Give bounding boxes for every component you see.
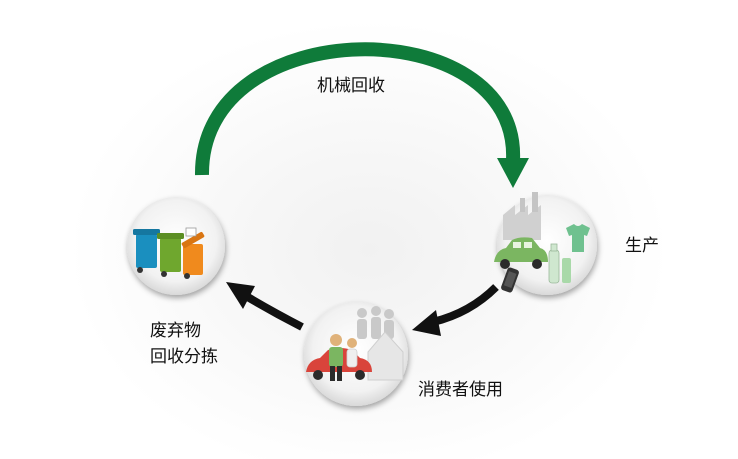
mechanical-recycling-label: 机械回收 (317, 76, 385, 96)
consumer-use-icon (304, 302, 408, 406)
waste-sorting-label: 废弃物 回收分拣 (150, 318, 218, 370)
consumer-use-label: 消费者使用 (418, 380, 503, 400)
mechanical-recycling-arrow (194, 42, 529, 188)
use-to-sorting-arrow (226, 282, 304, 331)
waste-sorting-label-line1: 废弃物 (150, 321, 201, 341)
production-label: 生产 (625, 236, 659, 256)
production-to-use-arrow (412, 284, 499, 336)
recycling-bins-icon (127, 197, 225, 295)
production-icon (494, 192, 597, 295)
waste-sorting-label-line2: 回收分拣 (150, 347, 218, 367)
